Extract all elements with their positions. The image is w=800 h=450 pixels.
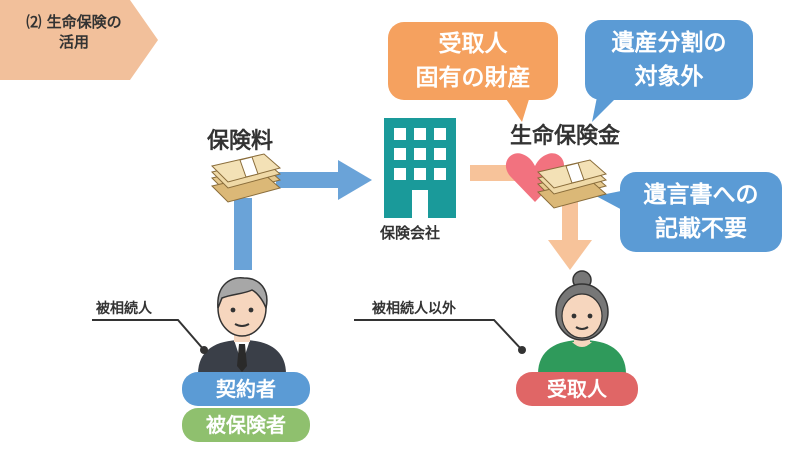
money-stack-icon: [211, 153, 282, 203]
label-insurance-company: 保険会社: [380, 224, 441, 242]
bubble-not-subject-division: 遺産分割の 対象外: [585, 20, 753, 100]
section-tag-shape: [0, 0, 158, 80]
badge-recipient: 受取人: [516, 372, 638, 406]
label-premium: 保険料: [207, 129, 274, 154]
arrow-money-to-recipient: [548, 200, 592, 270]
arrow-premium-to-company: [276, 160, 372, 200]
section-tag: ⑵ 生命保険の 活用: [26, 13, 122, 51]
money-stack-icon-2: [537, 159, 608, 209]
line-policyholder-to-premium: [234, 198, 252, 270]
elderly-woman-icon: [538, 270, 626, 374]
leader-line-non-decedent: [354, 319, 526, 354]
bubble-tail-blue-top: [592, 92, 622, 122]
building-icon: [384, 118, 456, 218]
label-non-decedent: 被相続人以外: [372, 301, 456, 317]
label-insurance-money: 生命保険金: [510, 124, 621, 149]
bubble-tail-orange: [504, 96, 530, 122]
bubble-no-will-needed: 遺言書への 記載不要: [620, 172, 782, 252]
bubble-recipient-property: 受取人 固有の財産: [388, 22, 558, 100]
heart-icon: [505, 153, 565, 202]
badge-policyholder: 契約者: [182, 372, 310, 406]
elderly-man-icon: [198, 276, 286, 374]
label-decedent: 被相続人: [96, 301, 152, 317]
leader-line-decedent: [92, 319, 208, 354]
badge-insured: 被保険者: [182, 408, 310, 442]
bubble-tail-blue-left: [596, 190, 626, 212]
